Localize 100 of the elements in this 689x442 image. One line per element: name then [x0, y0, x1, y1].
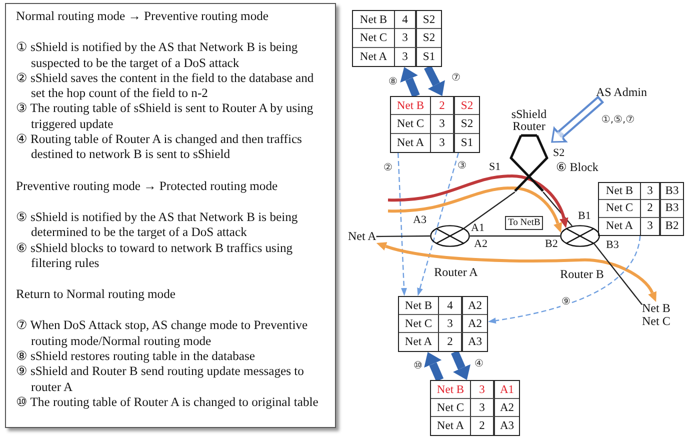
router-label: sShield Router — [510, 108, 548, 132]
step-text: ③ The routing table of sShield is sent to Router A by using triggered update — [16, 101, 314, 132]
table-cell: A2 — [463, 297, 487, 315]
block-arrow — [424, 65, 445, 96]
curved-arrow — [376, 242, 658, 302]
table-cell-text: S1 — [460, 136, 474, 151]
table-cell: 2 — [471, 417, 495, 435]
arrow — [488, 236, 641, 324]
port-label: B1 — [578, 211, 591, 222]
table-cell: A1 — [495, 381, 519, 399]
section-heading: Normal routing mode → Preventive routing mode — [16, 9, 270, 24]
step-text: ① sShield is notified by the AS that Network B is being suspected to be the target of a DoS attack — [16, 40, 299, 71]
annotation-box: To NetB — [505, 216, 544, 230]
table-cell: 4 — [439, 297, 463, 315]
connector-line — [594, 243, 642, 305]
routing-table — [598, 182, 684, 236]
table-cell: Net B — [431, 381, 471, 399]
step-text: ⑤ sShield is notified by the AS that Network B is being determined to be the target of a DoS attack — [16, 210, 299, 241]
table-cell: Net B — [391, 97, 431, 116]
port-label: S1 — [489, 162, 501, 173]
port-label: S2 — [553, 148, 565, 159]
table-cell: S2 — [417, 11, 441, 30]
table-cell: Net B — [599, 183, 641, 200]
step-text: ② sShield saves the content in the field to the database and set the hop count of the field to n-2 — [16, 70, 315, 102]
step-text: ④ Routing table of Router A is changed and then traffics destined to network B is sent to sShield — [16, 132, 303, 163]
connector-line — [470, 235, 560, 237]
connector-line — [464, 192, 516, 229]
table-cell: 3 — [641, 218, 661, 235]
table-cell: Net A — [399, 333, 439, 351]
table-cell: 3 — [395, 48, 417, 66]
table-cell: A2 — [495, 399, 519, 417]
table-cell: Net C — [599, 200, 641, 218]
table-cell: A2 — [463, 315, 487, 333]
table-cell-text: A3 — [466, 335, 484, 350]
network-label: Net A — [348, 230, 376, 243]
section-heading: Preventive routing mode → Protected routing mode — [16, 178, 279, 194]
table-cell: S2 — [455, 115, 479, 134]
table-cell: 3 — [431, 115, 455, 134]
edge-label: ⑨ — [560, 296, 572, 308]
section-heading: Return to Normal routing mode — [16, 287, 176, 302]
text-panel — [5, 3, 336, 428]
block-arrow — [551, 96, 604, 143]
table-cell: 3 — [471, 399, 495, 417]
edge-label: ⑩ — [412, 360, 424, 372]
table-cell: Net C — [391, 115, 431, 134]
connector-line — [542, 192, 572, 226]
edge-label: ⑦ — [450, 72, 462, 84]
table-cell: Net B — [399, 297, 439, 315]
table-cell: 3 — [431, 134, 455, 152]
table-cell: Net A — [599, 218, 641, 235]
table-cell: 2 — [439, 333, 463, 351]
arrow — [417, 152, 459, 296]
table-cell: 3 — [471, 381, 495, 399]
table-cell: Net B — [353, 11, 395, 30]
connector-line — [376, 235, 430, 238]
table-cell: 3 — [439, 315, 463, 333]
edge-label: ⑧ — [388, 76, 398, 88]
curved-arrow — [388, 174, 568, 228]
routing-table — [390, 96, 480, 153]
table-cell: Net C — [399, 315, 439, 333]
step-text: ⑧ sShield restores routing table in the database — [16, 349, 256, 364]
block-arrow — [451, 350, 470, 380]
port-label: B2 — [545, 239, 558, 250]
port-label: A2 — [474, 239, 488, 250]
table-cell: S2 — [455, 97, 479, 116]
step-text: ⑥ sShield blocks to toward to network B traffics using filtering rules — [16, 240, 294, 272]
table-cell: B3 — [661, 183, 683, 200]
network-label: Net B — [642, 302, 670, 315]
edge-label: ③ — [456, 160, 468, 172]
table-cell: Net C — [353, 29, 395, 48]
actor-label: AS Admin — [596, 86, 648, 99]
table-cell: S2 — [417, 29, 441, 48]
curved-arrow — [388, 186, 562, 233]
port-label: A1 — [471, 223, 484, 234]
edge-label: ①,⑤,⑦ — [600, 114, 636, 126]
table-cell: B3 — [661, 200, 683, 218]
table-cell: 3 — [395, 29, 417, 48]
block-arrow — [400, 66, 420, 98]
routing-table — [352, 10, 442, 67]
block-arrow — [424, 352, 444, 382]
table-cell-text: A3 — [498, 419, 516, 434]
table-cell: Net A — [391, 134, 431, 152]
network-label: Net C — [642, 315, 670, 328]
port-label: A3 — [413, 215, 426, 226]
table-cell-text: B2 — [664, 219, 680, 234]
routing-table — [398, 296, 488, 352]
note-text: ⑥ Block — [556, 161, 598, 174]
step-text: ⑨ sShield and Router B send routing update messages to router A — [16, 364, 305, 395]
table-cell: Net C — [431, 399, 471, 417]
table-cell-text: S1 — [422, 50, 436, 65]
step-text: ⑦ When DoS Attack stop, AS change mode to Preventive routing mode/Normal routing mode — [16, 318, 309, 350]
table-cell: 4 — [395, 11, 417, 30]
table-cell: Net A — [431, 417, 471, 435]
table-cell: Net A — [353, 48, 395, 66]
router-label: Router A — [434, 266, 478, 278]
routing-table — [430, 380, 520, 436]
table-cell: 2 — [431, 97, 455, 116]
edge-label: ② — [382, 162, 394, 174]
router-label: Router B — [560, 268, 604, 280]
arrow — [398, 152, 407, 296]
